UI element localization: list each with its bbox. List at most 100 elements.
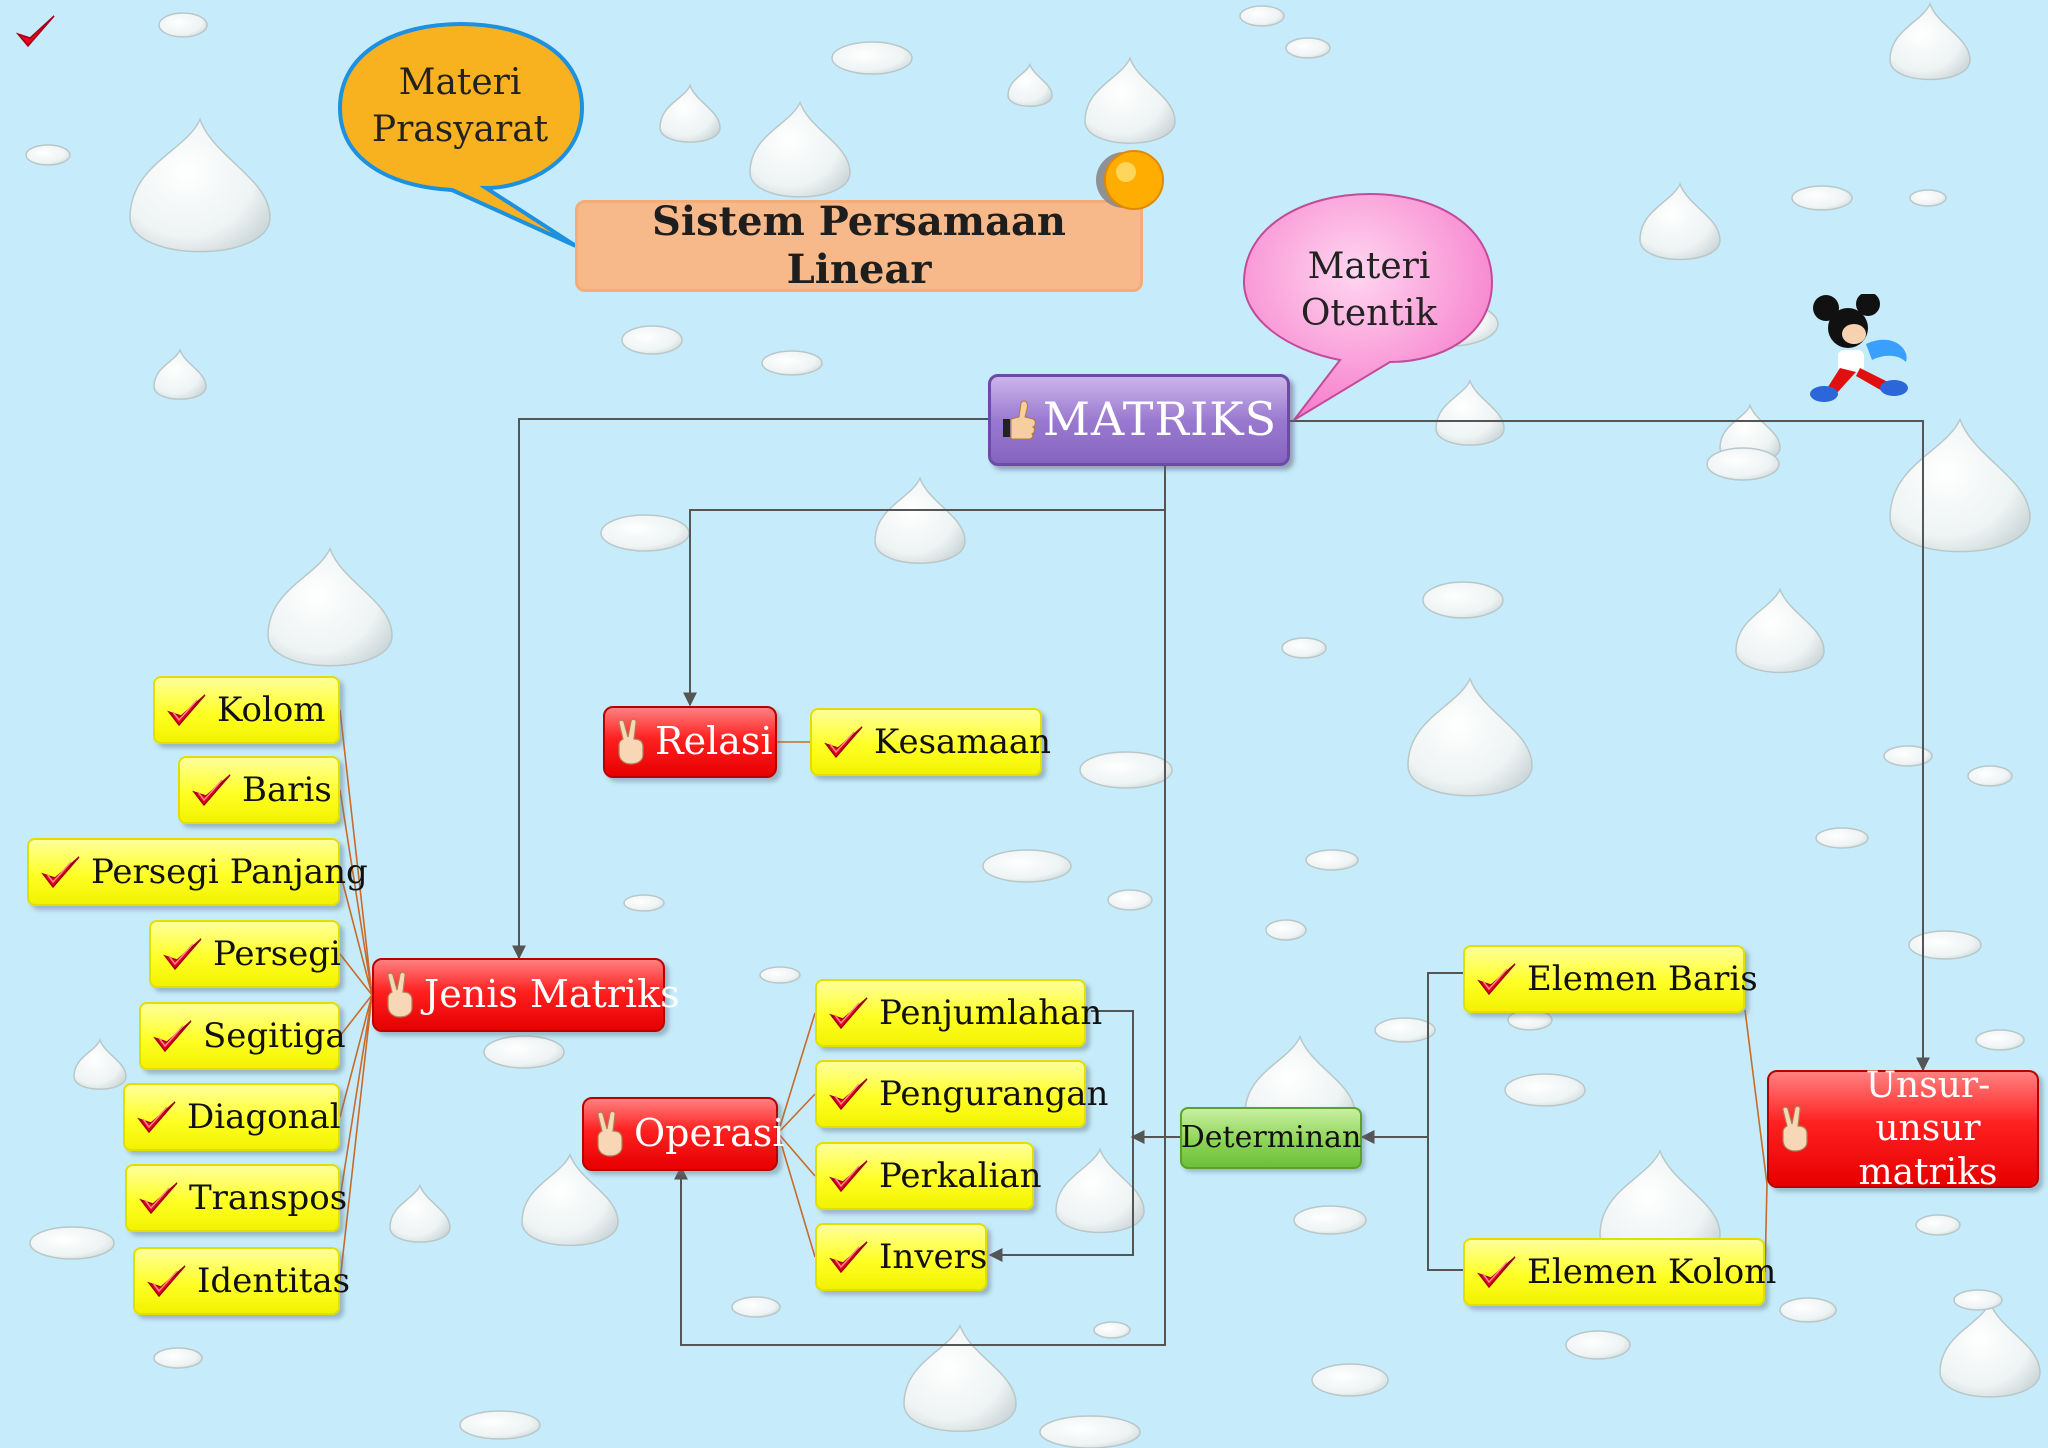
check-mark-icon (824, 724, 864, 760)
leaf-kesamaan[interactable]: Kesamaan (810, 708, 1051, 776)
leaf-baris[interactable]: Baris (178, 756, 340, 824)
water-drop (1084, 56, 1176, 144)
callout-prasyarat-text: Materi Prasyarat (350, 60, 570, 154)
branch-unsur-line2: matriks (1858, 1151, 1998, 1193)
water-drop (1779, 1297, 1837, 1323)
check-mark-icon (1477, 1254, 1517, 1290)
water-drop (874, 476, 966, 564)
leaf-elemen-baris[interactable]: Elemen Baris (1463, 945, 1758, 1013)
peace-hand-icon (382, 971, 418, 1018)
branch-relasi[interactable]: Relasi (603, 706, 777, 778)
water-drop (659, 83, 721, 143)
water-drop (1967, 765, 2013, 787)
water-drop (1975, 1029, 2025, 1051)
branch-operasi[interactable]: Operasi (582, 1097, 784, 1171)
leaf-connectors (339, 709, 1768, 1282)
water-drop (1909, 189, 1947, 207)
leaf-segitiga[interactable]: Segitiga (139, 1002, 346, 1070)
leaf-pengurangan[interactable]: Pengurangan (815, 1060, 1108, 1128)
check-mark-icon (167, 692, 207, 728)
water-drop (1815, 827, 1869, 849)
branch-unsur-unsur-matriks[interactable]: Unsur-unsur matriks (1767, 1065, 2039, 1193)
leaf-elemen-kolom-label: Elemen Kolom (1527, 1251, 1777, 1292)
thumbs-up-icon (1001, 397, 1037, 443)
leaf-perkalian-label: Perkalian (879, 1155, 1042, 1196)
water-drop (1107, 889, 1153, 911)
water-drop (1093, 1321, 1131, 1339)
leaf-penjumlahan[interactable]: Penjumlahan (815, 979, 1102, 1047)
water-drop (1915, 1214, 1961, 1236)
connector-matriks-jenis (512, 418, 988, 960)
mickey-mouse-figure (1810, 294, 1908, 402)
leaf-kolom-label: Kolom (217, 689, 326, 730)
check-mark-icon (829, 1239, 869, 1275)
peace-hand-icon (592, 1110, 628, 1157)
water-drop (1883, 745, 1933, 767)
water-drop (153, 1347, 203, 1369)
water-drop (1639, 182, 1721, 261)
check-mark-icon (153, 1018, 193, 1054)
leaf-identitas[interactable]: Identitas (133, 1247, 350, 1315)
leaf-elemen-baris-label: Elemen Baris (1527, 958, 1758, 999)
leaf-pengurangan-label: Pengurangan (879, 1073, 1109, 1114)
leaf-diagonal[interactable]: Diagonal (123, 1083, 341, 1151)
water-drop (831, 41, 913, 75)
water-drop (621, 325, 683, 355)
check-mark-icon (829, 1158, 869, 1194)
water-drop (1953, 1289, 2003, 1311)
callout-prasyarat-line1: Materi (398, 62, 522, 103)
title-box[interactable]: Sistem Persamaan Linear (575, 198, 1143, 293)
check-mark-icon (192, 772, 232, 808)
water-drop (1079, 751, 1173, 789)
water-drop (1265, 919, 1307, 941)
water-drop (749, 100, 851, 198)
leaf-persegi-label: Persegi (213, 933, 341, 974)
water-drop (1908, 930, 1982, 960)
root-node-matriks[interactable]: MATRIKS (988, 374, 1290, 466)
water-drop (1281, 637, 1327, 659)
water-drop (1422, 581, 1504, 619)
node-determinan[interactable]: Determinan (1180, 1107, 1362, 1169)
peace-hand-icon (613, 718, 649, 765)
branch-jenis-matriks[interactable]: Jenis Matriks (372, 958, 680, 1032)
water-drop (1407, 676, 1533, 797)
leaf-elemen-kolom[interactable]: Elemen Kolom (1463, 1238, 1776, 1306)
water-drop (1039, 1415, 1141, 1448)
water-drop (1735, 587, 1825, 674)
leaf-perkalian[interactable]: Perkalian (815, 1142, 1042, 1210)
branch-unsur-line1: Unsur-unsur (1865, 1065, 1991, 1150)
water-drop (521, 1152, 619, 1247)
water-drop (1239, 5, 1285, 27)
leaf-transpos[interactable]: Transpos (125, 1164, 347, 1232)
water-drop (389, 1183, 451, 1243)
leaf-persegi-panjang[interactable]: Persegi Panjang (27, 838, 368, 906)
leaf-persegi[interactable]: Persegi (149, 920, 341, 988)
water-drop (1293, 1205, 1367, 1235)
connector-matriks-unsur (1290, 420, 1930, 1072)
branch-jenis-label: Jenis Matriks (424, 972, 680, 1017)
callout-otentik-text: Materi Otentik (1258, 244, 1480, 338)
leaf-kesamaan-label: Kesamaan (874, 721, 1052, 762)
water-drop (759, 966, 801, 984)
check-mark-icon (1477, 961, 1517, 997)
check-mark-icon (139, 1180, 179, 1216)
leaf-invers[interactable]: Invers (815, 1223, 987, 1291)
water-drop (1305, 849, 1359, 871)
callout-bubble-otentik (1242, 192, 1494, 421)
callout-bubble-prasyarat (337, 21, 585, 248)
leaf-identitas-label: Identitas (197, 1260, 351, 1301)
leaf-persegi-panjang-label: Persegi Panjang (91, 851, 368, 892)
water-drop (1435, 378, 1505, 446)
leaf-kolom[interactable]: Kolom (153, 676, 340, 744)
leaf-diagonal-label: Diagonal (187, 1096, 341, 1137)
root-label: MATRIKS (1042, 392, 1278, 447)
callout-otentik-line1: Materi (1307, 246, 1431, 287)
check-mark-icon (137, 1099, 177, 1135)
branch-unsur-text: Unsur-unsur matriks (1819, 1064, 2037, 1194)
leaf-segitiga-label: Segitiga (203, 1015, 346, 1056)
callout-otentik-line2: Otentik (1300, 292, 1438, 334)
water-drop (1374, 1017, 1436, 1043)
water-drop (1311, 1363, 1389, 1397)
water-drop (29, 1226, 115, 1260)
water-drop (1889, 2, 1971, 81)
